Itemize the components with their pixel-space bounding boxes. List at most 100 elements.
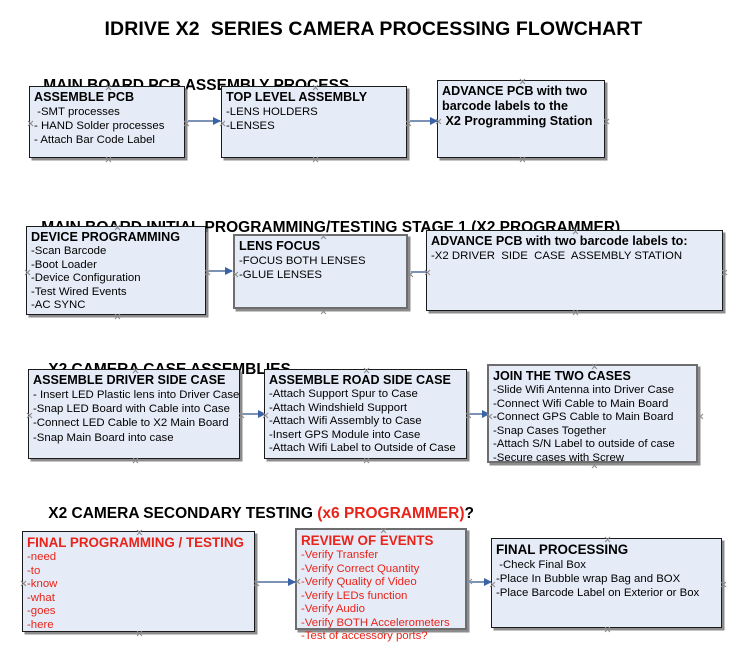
connector-handle-bottom[interactable] [312,156,319,163]
connector-handle-bottom[interactable] [320,308,327,315]
box-line: -Place Barcode Label on Exterior or Box [496,587,700,600]
box-title: DEVICE PROGRAMMING [31,230,181,244]
connector-handle-right[interactable] [720,581,727,588]
connector-handle-left[interactable] [294,578,301,585]
box-line: -Snap Main Board into case [33,431,174,444]
connector-handle-left[interactable] [26,412,33,419]
process-box-join-the-two-cases[interactable]: JOIN THE TWO CASES -Slide Wifi Antenna i… [486,364,698,464]
arrow-device-programming-to-lens-focus [209,266,233,275]
box-line: -goes [27,605,56,618]
box-line: -know [27,578,58,591]
connector-handle-bottom[interactable] [105,156,112,163]
box-line: -X2 DRIVER SIDE CASE ASSEMBLY STATION [431,250,683,262]
arrow-driver-case-to-road-case [243,409,266,418]
box-line: -SMT processes [34,106,120,118]
box-title: REVIEW OF EVENTS [301,533,434,548]
box-line: -to [27,564,41,577]
box-line: - Attach Bar Code Label [34,134,155,147]
box-line: X2 Programming Station [442,114,593,128]
box-line: -Insert GPS Module into Case [269,428,421,441]
arrow-road-case-to-join-cases [470,409,490,418]
page-title: IDRIVE X2 SERIES CAMERA PROCESSING FLOWC… [104,18,643,40]
section-heading-secondary-testing: X2 CAMERA SECONDARY TESTING (x6 PROGRAMM… [31,487,474,541]
box-title: LENS FOCUS [239,239,321,253]
connector-handle-right[interactable] [697,413,704,420]
box-line: -need [27,551,57,563]
box-line: -Boot Loader [31,258,97,271]
box-line: -Verify LEDs function [301,589,408,602]
box-title: ASSEMBLE PCB [34,90,135,104]
connector-handle-left[interactable] [232,271,239,278]
connector-handle-left[interactable] [20,580,27,587]
connector-handle-bottom[interactable] [604,626,611,633]
box-line: -LENS HOLDERS [226,106,318,118]
box-line: -Secure cases with Screw [493,451,625,464]
box-line: -GLUE LENSES [239,269,322,282]
process-box-device-programming[interactable]: DEVICE PROGRAMMING -Scan Barcode -Boot L… [26,226,206,315]
box-line: -Attach Wifi Label to Outside of Case [269,442,456,455]
box-title: ADVANCE PCB with two [442,84,588,98]
connector-handle-left[interactable] [27,120,34,127]
box-line: -Verify BOTH Accelerometers [301,616,450,629]
connector-handle-bottom[interactable] [132,457,139,464]
box-title: FINAL PROCESSING [496,542,629,557]
process-box-advance-pcb-to-programming-station[interactable]: ADVANCE PCB with two barcode labels to t… [437,80,605,158]
connector-handle-right[interactable] [603,118,610,125]
connector-handle-bottom[interactable] [114,313,121,320]
box-line: -Slide Wifi Antenna into Driver Case [493,384,675,396]
box-line: -Verify Audio [301,603,365,616]
box-line: -Attach Wifi Assembly to Case [269,415,422,428]
process-box-lens-focus[interactable]: LENS FOCUS -FOCUS BOTH LENSES -GLUE LENS… [233,234,408,309]
box-line: -Test Wired Events [31,285,127,298]
box-line: -Connect LED Cable to X2 Main Board [33,417,229,430]
box-overflow-line: -Test of accessory ports? [301,630,428,642]
box-line: -Snap Cases Together [493,424,607,437]
box-line: -Connect GPS Cable to Main Board [493,411,674,424]
arrow-top-level-to-advance-pcb [410,116,438,125]
connector-handle-bottom[interactable] [572,309,579,316]
arrow-review-of-events-to-final-processing [467,577,492,586]
box-line: -Connect Wifi Cable to Main Board [493,397,669,410]
connector-handle-bottom[interactable] [363,457,370,464]
box-line: - Insert LED Plastic lens into Driver Ca… [33,389,240,401]
process-box-final-programming-testing[interactable]: FINAL PROGRAMMING / TESTING -need -to -k… [22,531,255,632]
box-line: -Check Final Box [496,559,586,571]
box-title: TOP LEVEL ASSEMBLY [226,90,368,104]
connector-handle-left[interactable] [24,269,31,276]
box-line: -AC SYNC [31,299,86,312]
section-heading-text: X2 CAMERA SECONDARY TESTING [48,505,318,522]
arrow-final-programming-to-review-of-events [258,577,296,586]
box-line: -Attach S/N Label to outside of case [493,438,675,451]
process-box-assemble-road-side-case[interactable]: ASSEMBLE ROAD SIDE CASE -Attach Support … [264,369,467,459]
process-box-assemble-pcb[interactable]: ASSEMBLE PCB -SMT processes - HAND Solde… [29,86,185,158]
box-title: ASSEMBLE ROAD SIDE CASE [269,373,451,387]
box-line: -Device Configuration [31,272,141,285]
box-line: -Scan Barcode [31,245,107,257]
section-heading-red-note: (x6 PROGRAMMER) [317,505,465,522]
box-line: -Attach Windshield Support [269,401,408,414]
connector-handle-right[interactable] [721,269,728,276]
box-line: -here [27,618,54,631]
box-title: ASSEMBLE DRIVER SIDE CASE [33,373,226,387]
box-line: -Verify Correct Quantity [301,562,420,575]
box-title: ADVANCE PCB with two barcode labels to: [431,234,688,248]
box-line: -Verify Quality of Video [301,576,417,589]
section-heading-suffix: ? [464,505,474,522]
process-box-final-processing[interactable]: FINAL PROCESSING -Check Final Box -Place… [491,538,722,628]
connector-handle-bottom[interactable] [519,156,526,163]
box-line: - HAND Solder processes [34,120,165,133]
connector-handle-left[interactable] [486,413,493,420]
process-box-review-of-events[interactable]: REVIEW OF EVENTS -Verify Transfer -Verif… [294,528,467,642]
box-title: JOIN THE TWO CASES [493,369,631,383]
process-box-assemble-driver-side-case[interactable]: ASSEMBLE DRIVER SIDE CASE - Insert LED P… [28,369,240,459]
process-box-advance-pcb-to-driver-side-case[interactable]: ADVANCE PCB with two barcode labels to: … [426,230,723,311]
box-line: -Snap LED Board with Cable into Case [33,403,230,416]
arrow-assemble-pcb-to-top-level [188,116,221,125]
box-line: -what [27,591,55,604]
box-line: -Place In Bubble wrap Bag and BOX [496,573,681,586]
process-box-top-level-assembly[interactable]: TOP LEVEL ASSEMBLY -LENS HOLDERS -LENSES [221,86,407,158]
box-line: barcode labels to the [442,99,568,113]
box-line: -Attach Support Spur to Case [269,388,418,400]
box-line: -Verify Transfer [301,549,379,561]
